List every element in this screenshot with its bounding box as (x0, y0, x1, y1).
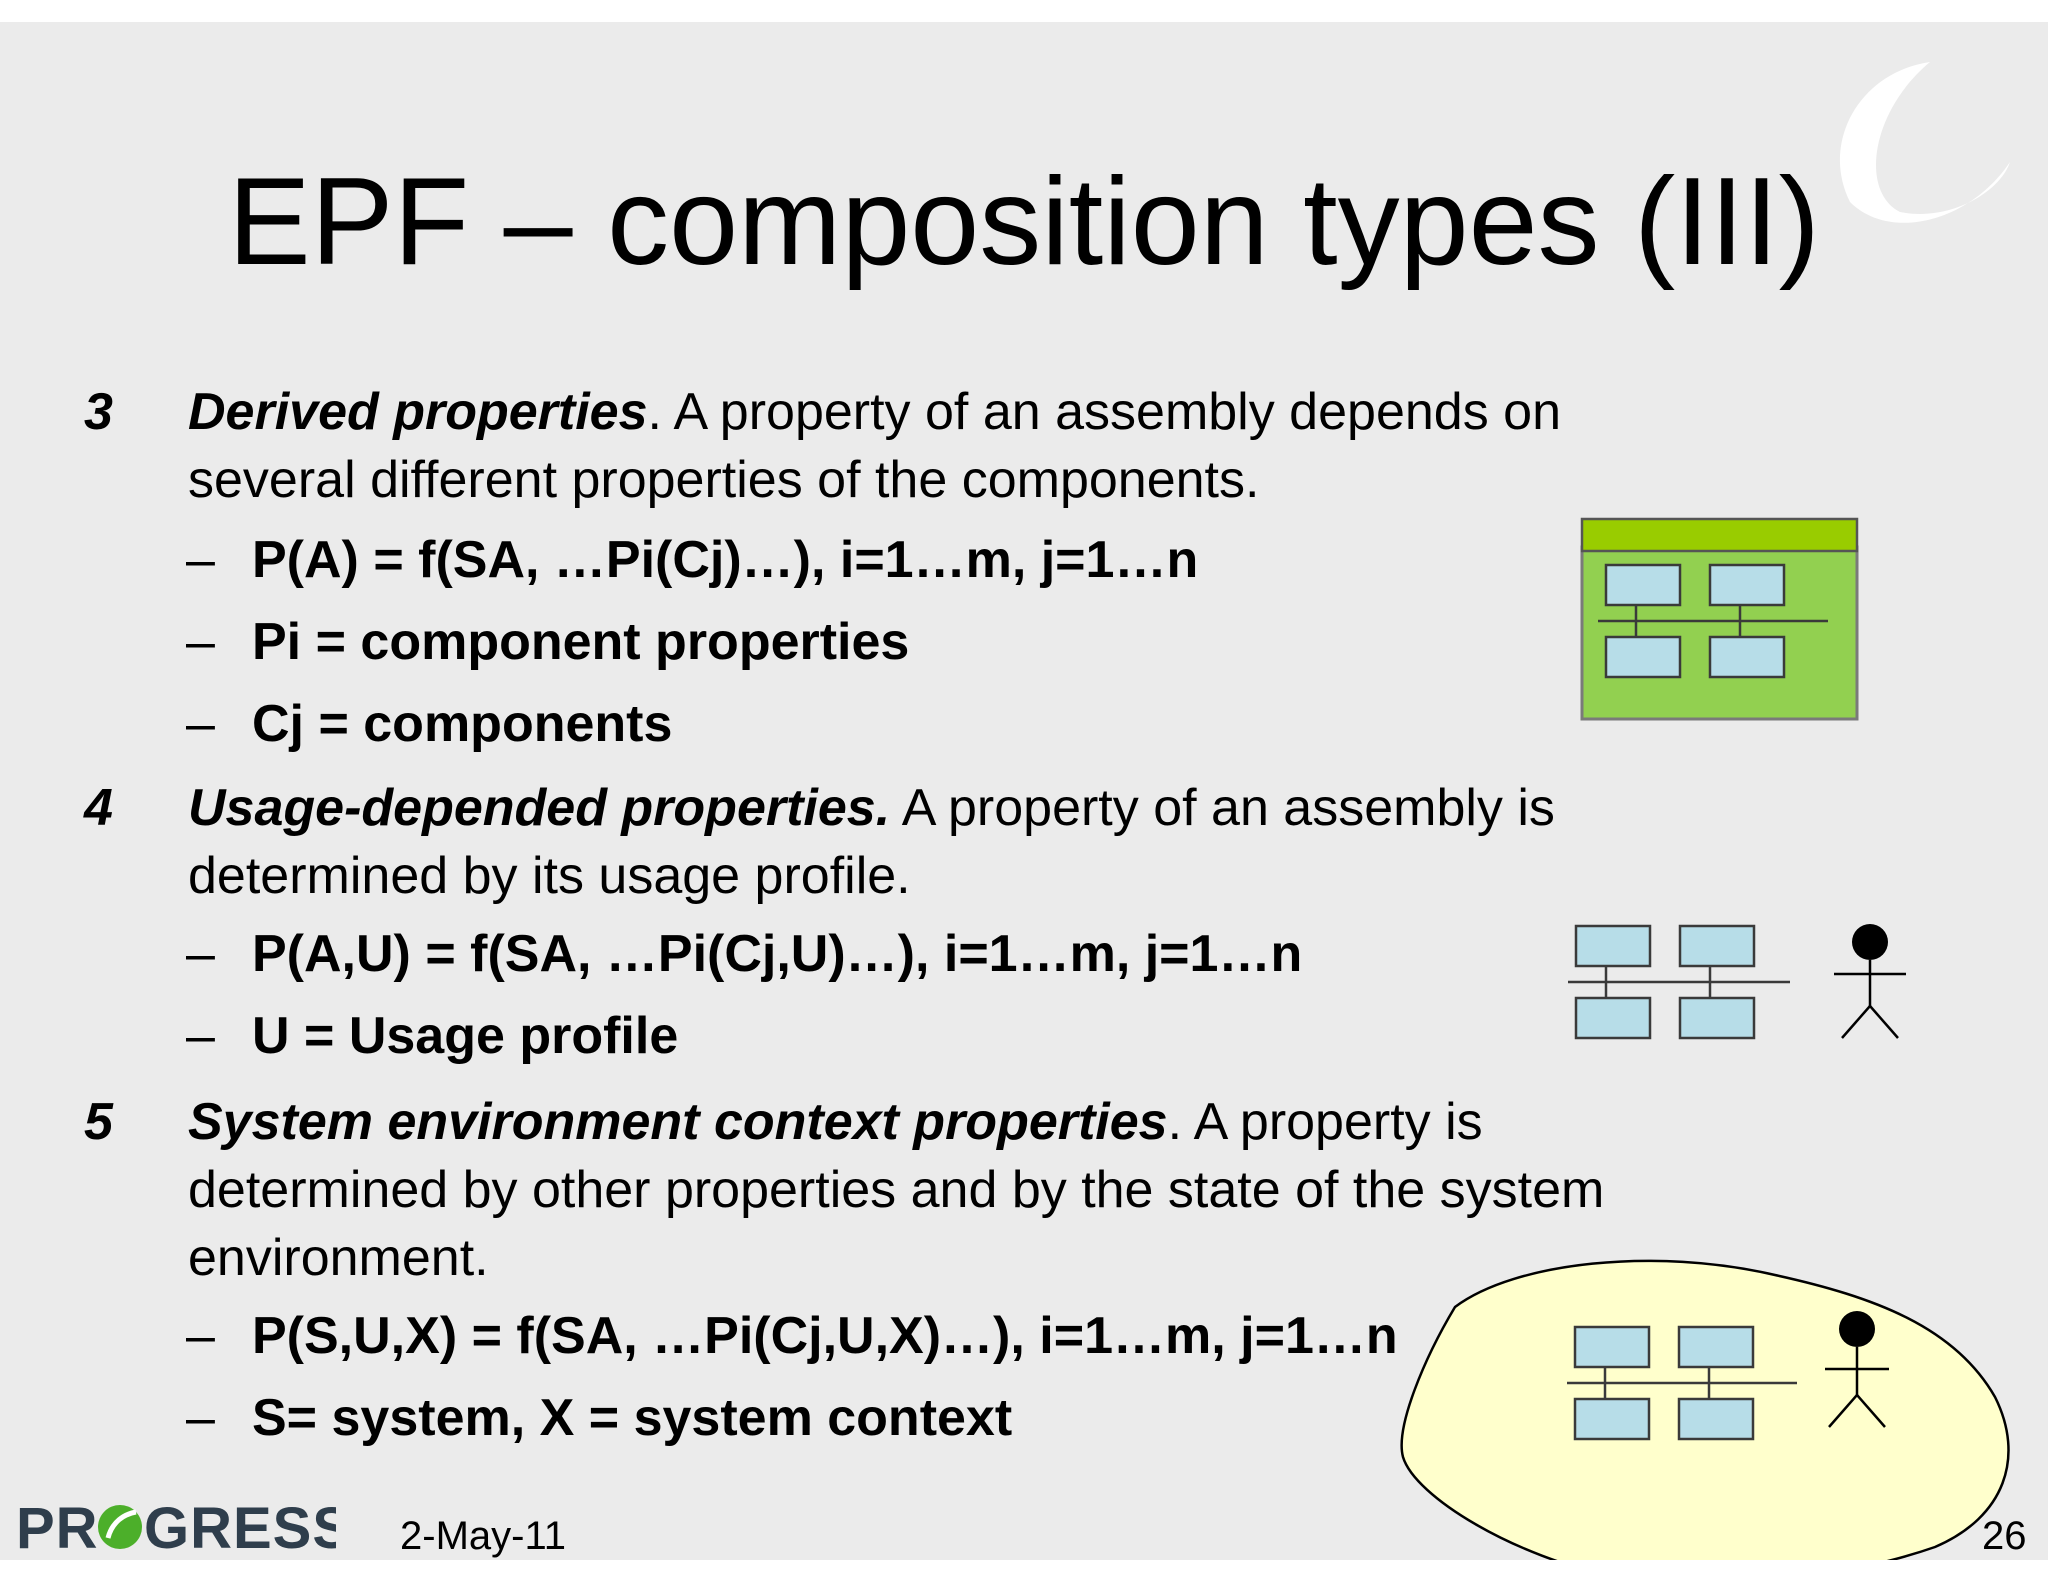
component-box (1604, 635, 1682, 679)
component-box (1678, 924, 1756, 968)
item-4-sub-1: –P(A,U) = f(SA, …Pi(Cj,U)…), i=1…m, j=1…… (186, 924, 1302, 984)
item-3-term: Derived properties (188, 383, 648, 441)
item-4-line-2: determined by its usage profile. (188, 847, 911, 905)
component-box (1677, 1325, 1755, 1369)
formula-text: P(S,U,X) = f(SA, …Pi(Cj,U,X)…), i=1…m, j… (252, 1307, 1398, 1365)
component-box (1677, 1397, 1755, 1441)
formula-text: P(A,U) = f(SA, …Pi(Cj,U)…), i=1…m, j=1…n (252, 925, 1303, 983)
dash: – (186, 531, 215, 589)
item-3-text: A property of an assembly depends on (661, 383, 1561, 441)
sub-text: S= system, X = system context (252, 1389, 1013, 1447)
item-5-line-1: System environment context properties. A… (188, 1088, 1483, 1156)
page-number: 26 (1982, 1514, 2027, 1558)
svg-text:GRESS: GRESS (144, 1496, 336, 1560)
component-network (1568, 924, 1790, 1040)
environment-diagram (1400, 1259, 2010, 1560)
component-box (1708, 635, 1786, 679)
assembly-header (1580, 517, 1859, 553)
component-box (1678, 996, 1756, 1040)
svg-text:PR: PR (16, 1496, 99, 1560)
component-box (1573, 1325, 1651, 1369)
slide-date: 2-May-11 (400, 1514, 566, 1558)
component-box (1708, 563, 1786, 607)
formula-text: P(A) = f(SA, …Pi(Cj)…), i=1…m, j=1…n (252, 531, 1199, 589)
item-number-4: 4 (84, 779, 113, 837)
item-5-term: System environment context properties (188, 1093, 1168, 1151)
component-box (1574, 924, 1652, 968)
item-4-line-1: Usage-depended properties. A property of… (188, 774, 1555, 842)
dash: – (186, 613, 215, 671)
item-5-term-suffix: . (1167, 1093, 1183, 1151)
sub-text: U = Usage profile (252, 1007, 679, 1065)
component-network (1567, 1325, 1797, 1441)
item-number-3: 3 (84, 383, 113, 441)
item-5-text: A property is (1182, 1093, 1483, 1151)
item-number-5: 5 (84, 1093, 113, 1151)
user-stick-figure (1825, 1311, 1889, 1428)
item-3-term-suffix: . (647, 383, 662, 441)
component-box (1604, 563, 1682, 607)
item-3-sub-2: –Pi = component properties (186, 612, 909, 672)
item-3-sub-1: –P(A) = f(SA, …Pi(Cj)…), i=1…m, j=1…n (186, 530, 1198, 590)
slide-title: EPF – composition types (III) (228, 153, 1820, 291)
item-4-text: A property of an assembly is (890, 779, 1555, 837)
component-box (1573, 1397, 1651, 1441)
item-5-line-2: determined by other properties and by th… (188, 1161, 1605, 1219)
item-3-sub-3: –Cj = components (186, 694, 672, 754)
component-box (1574, 996, 1652, 1040)
assembly-diagram (1580, 517, 1859, 721)
item-5-sub-2: –S= system, X = system context (186, 1388, 1012, 1448)
item-4-term: Usage-depended properties. (188, 779, 891, 837)
dash: – (186, 1307, 215, 1365)
dash: – (186, 925, 215, 983)
user-head (1852, 924, 1888, 960)
user-stick-figure (1834, 924, 1906, 1039)
item-5-line-3: environment. (188, 1229, 489, 1287)
component-network (1598, 563, 1828, 679)
progress-logo: PR GRESS (16, 1492, 351, 1560)
corner-swoosh-graphic (1839, 62, 2010, 223)
progress-logo-graphic: PR GRESS (16, 1496, 351, 1560)
item-4-sub-2: –U = Usage profile (186, 1006, 678, 1066)
dash: – (186, 1389, 215, 1447)
item-3-line-2: several different properties of the comp… (188, 451, 1260, 509)
usage-diagram (1568, 924, 1906, 1040)
slide: EPF – composition types (III) 3 Derived … (0, 22, 2048, 1560)
sub-text: Pi = component properties (252, 613, 910, 671)
swoosh-shape (1839, 62, 2010, 223)
user-head (1839, 1311, 1875, 1347)
sub-text: Cj = components (252, 695, 673, 753)
item-3-line-1: Derived properties. A property of an ass… (188, 378, 1561, 446)
dash: – (186, 695, 215, 753)
dash: – (186, 1007, 215, 1065)
item-5-sub-1: –P(S,U,X) = f(SA, …Pi(Cj,U,X)…), i=1…m, … (186, 1306, 1398, 1366)
